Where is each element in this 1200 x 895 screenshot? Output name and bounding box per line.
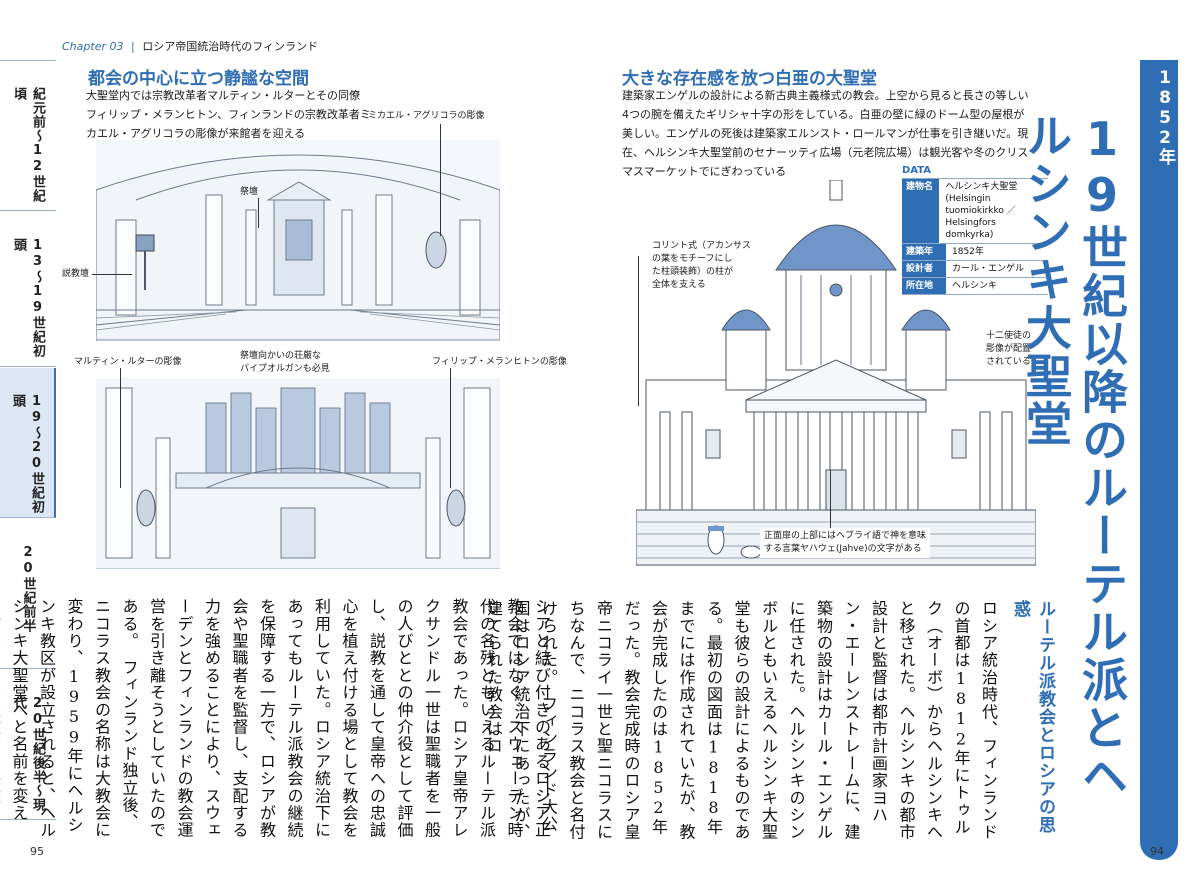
intro-line: マスマーケットでにぎわっている xyxy=(622,165,787,178)
intro-line: 大聖堂内では宗教改革者マルティン・ルターとその同僚 xyxy=(86,89,361,102)
right-body-text: ロシア統治時代、フィンランドの首都は1812年にトゥルク（オーボ）からヘルシンキ… xyxy=(484,600,998,841)
callout-agricola: ミカエル・アグリコラの彫像 xyxy=(368,111,485,121)
data-label: DATA xyxy=(902,165,932,176)
page-number-right: 94 xyxy=(1150,845,1164,858)
data-value: 1852年 xyxy=(952,247,984,257)
callout-line: 全体を支える xyxy=(652,280,706,290)
data-value: ヘルシンキ xyxy=(952,281,998,291)
data-value: カール・エンゲル xyxy=(952,264,1025,274)
left-body-text: シアと結び付きのあるロシア正教会ではなく、スウェーデン時代の名残ともいえるルーテ… xyxy=(0,598,551,839)
tab-label: 19～20世紀初頭 xyxy=(10,394,44,514)
callout-line: パイプオルガンも必見 xyxy=(240,364,330,374)
tab-era-2[interactable]: 13～19世紀初頭 xyxy=(0,212,56,367)
data-key: 建物名 xyxy=(902,179,940,243)
tab-era-1[interactable]: 紀元前～12世紀頃 xyxy=(0,61,56,211)
callout-agricola-leader xyxy=(440,124,441,236)
intro-line: 美しい。エンゲルの死後は建築家エルンスト・ロールマンが仕事を引き継いだ。現 xyxy=(622,127,1029,140)
year-label: 1852年 xyxy=(1155,68,1175,165)
callout-line: 正面扉の上部にはヘブライ語で神を意味 xyxy=(764,531,927,541)
chapter-divider: | xyxy=(130,40,135,53)
intro-line: カエル・アグリコラの彫像が来館者を迎える xyxy=(86,127,306,140)
callout-line: されている xyxy=(986,357,1031,367)
data-row-year: 建築年 1852年 xyxy=(902,244,1048,261)
left-section-heading: 都会の中心に立つ静謐な空間 xyxy=(88,69,309,89)
organ-interior-drawing xyxy=(96,378,500,568)
callout-line: 彫像が配置 xyxy=(986,344,1032,354)
callout-line: の葉をモチーフにし xyxy=(652,254,733,264)
callout-facade-leader xyxy=(830,470,831,528)
altar-interior-drawing xyxy=(96,154,500,340)
callout-corinthian-columns: コリント式（アカンサス の葉をモチーフにし た柱頭装飾）の柱が 全体を支える xyxy=(652,240,751,292)
callout-pulpit: 説教壇 xyxy=(62,269,90,279)
callout-line: する言葉ヤハウェ(Jahve)の文字がある xyxy=(764,544,922,554)
callout-altar: 祭壇 xyxy=(240,187,259,197)
callout-line: 祭壇向かいの荘厳な xyxy=(240,351,322,361)
data-key: 設計者 xyxy=(902,261,946,277)
callout-columns-leader xyxy=(638,256,639,406)
tab-label: 20世紀前半 xyxy=(20,545,36,633)
data-row-name: 建物名 ヘルシンキ大聖堂 (Helsingin tuomiokirkko ／ H… xyxy=(902,179,1048,244)
tab-label: 13～19世紀初頭 xyxy=(11,238,45,358)
callout-melanchthon-leader xyxy=(450,368,451,488)
tab-era-3[interactable]: 19～20世紀初頭 xyxy=(0,368,56,518)
callout-apostles: 十二使徒の 彫像が配置 されている xyxy=(986,330,1031,369)
data-row-architect: 設計者 カール・エンゲル xyxy=(902,261,1048,278)
callout-luther-leader xyxy=(120,368,121,488)
chapter-label: Chapter 03 xyxy=(62,40,124,53)
callout-melanchthon: フィリップ・メランヒトンの彫像 xyxy=(432,357,567,367)
cathedral-interior-altar-illustration xyxy=(96,140,500,341)
callout-pulpit-leader xyxy=(92,274,132,275)
page-title: 19世紀以降のルーテル派とヘルシンキ大聖堂 xyxy=(1019,112,1129,800)
tab-era-5[interactable]: 20世紀後半～現代 xyxy=(0,670,56,820)
chapter-header: Chapter 03 | ロシア帝国統治時代のフィンランド xyxy=(62,38,318,54)
tab-era-4[interactable]: 20世紀前半 xyxy=(0,519,56,669)
right-section-heading: 大きな存在感を放つ白亜の大聖堂 xyxy=(622,69,877,89)
callout-altar-leader xyxy=(258,198,259,228)
callout-luther: マルティン・ルターの彫像 xyxy=(74,357,182,367)
callout-organ: 祭壇向かいの荘厳な パイプオルガンも必見 xyxy=(240,350,330,376)
data-table: 建物名 ヘルシンキ大聖堂 (Helsingin tuomiokirkko ／ H… xyxy=(902,178,1048,295)
callout-facade-inscription: 正面扉の上部にはヘブライ語で神を意味 する言葉ヤハウェ(Jahve)の文字がある xyxy=(760,528,931,558)
data-key: 所在地 xyxy=(902,278,946,294)
intro-line: フィリップ・メランヒトン、フィンランドの宗教改革者ミ xyxy=(86,108,371,121)
callout-line: 十二使徒の xyxy=(986,331,1032,341)
tab-label: 紀元前～12世紀頃 xyxy=(11,87,45,203)
right-accent-bar xyxy=(1140,60,1178,860)
intro-line: 建築家エンゲルの設計による新古典主義様式の教会。上空から見ると長さの等しい xyxy=(622,89,1029,102)
chapter-title: ロシア帝国統治時代のフィンランド xyxy=(142,40,318,53)
intro-line: 在、ヘルシンキ大聖堂前のセナーッティ広場（元老院広場）は観光客や冬のクリス xyxy=(622,146,1029,159)
data-value: ヘルシンキ大聖堂 (Helsingin tuomiokirkko ／ Helsi… xyxy=(945,182,1018,240)
data-row-location: 所在地 ヘルシンキ xyxy=(902,278,1048,295)
callout-line: コリント式（アカンサス xyxy=(652,241,751,251)
callout-line: た柱頭装飾）の柱が xyxy=(652,267,734,277)
right-section-intro: 建築家エンゲルの設計による新古典主義様式の教会。上空から見ると長さの等しい 4つ… xyxy=(622,86,1029,181)
cathedral-interior-organ-illustration xyxy=(96,378,500,569)
page-number-left: 95 xyxy=(30,845,44,858)
right-body-subheading: ルーテル派教会とロシアの思惑 xyxy=(1010,600,1055,834)
data-key: 建築年 xyxy=(902,244,946,260)
header-rule xyxy=(0,60,56,61)
left-section-intro: 大聖堂内では宗教改革者マルティン・ルターとその同僚 フィリップ・メランヒトン、フ… xyxy=(86,86,371,143)
intro-line: 4つの腕を備えたギリシャ十字の形をしている。白亜の壁に緑のドーム型の屋根が xyxy=(622,108,1025,121)
tab-label: 20世紀後半～現代 xyxy=(11,696,45,812)
